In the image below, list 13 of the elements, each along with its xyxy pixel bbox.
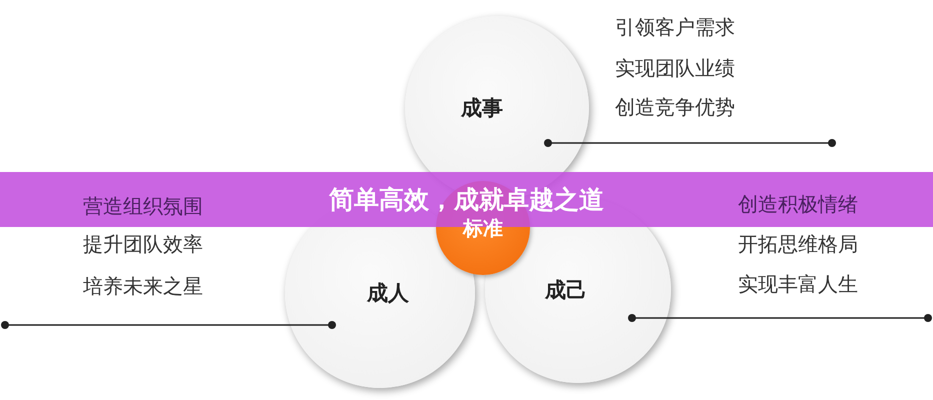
- circle-label: 成人: [367, 280, 409, 307]
- list-item: 培养未来之星: [83, 274, 203, 298]
- list-item: 创造积极情绪: [738, 192, 858, 216]
- list-item: 营造组织氛围: [83, 194, 203, 218]
- list-item: 创造竞争优势: [615, 95, 735, 119]
- circle-label: 成事: [461, 95, 503, 122]
- list-item: 开拓思维格局: [738, 232, 858, 256]
- list-item: 实现团队业绩: [615, 56, 735, 80]
- title: 简单高效，成就卓越之道: [329, 184, 604, 216]
- list-item: 实现丰富人生: [738, 272, 858, 296]
- circle-label: 成己: [545, 277, 587, 304]
- list-item: 引领客户需求: [615, 15, 735, 39]
- list-item: 提升团队效率: [83, 232, 203, 256]
